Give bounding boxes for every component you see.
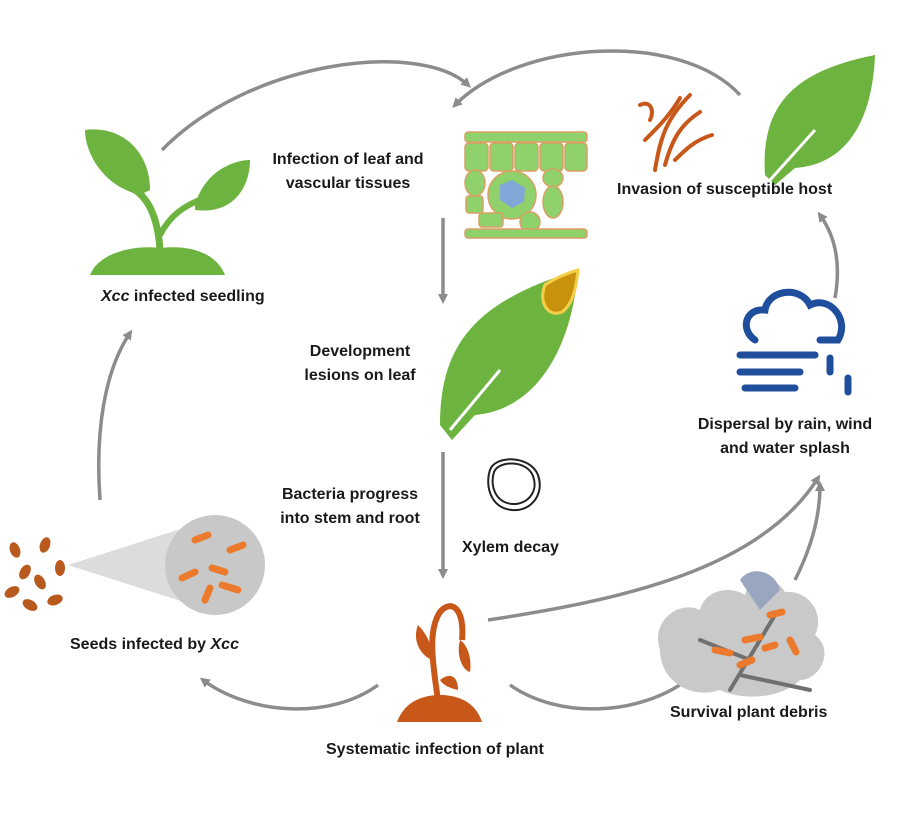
seeds-icon [4, 537, 65, 611]
plant-debris-icon [658, 571, 825, 697]
label-survival-plant-debris: Survival plant debris [670, 704, 828, 721]
label-seeds-infected: Seeds infected by Xcc [70, 636, 239, 653]
leaf-tissue-icon [464, 131, 588, 239]
lesion-leaf-icon [440, 268, 580, 440]
arrow-seeds-to-seedling [97, 329, 133, 501]
label-xcc-infected-seedling: Xcc infected seedling [101, 288, 265, 305]
arrow-dispersal-to-host [817, 211, 840, 299]
infected-plant-icon [397, 603, 482, 722]
rain-wind-cloud-icon [736, 288, 852, 396]
label-invasion-of-host: Invasion of susceptible host [617, 181, 833, 198]
seedling-icon [85, 129, 250, 275]
cycle-arrows [97, 49, 840, 711]
label-xylem-decay: Xylem decay [462, 539, 559, 556]
arrow-plant-to-dispersal [487, 474, 821, 622]
arrow-plant-to-debris [508, 677, 691, 711]
label-systematic-infection: Systematic infection of plant [326, 741, 544, 758]
bacteria-strands-icon [638, 93, 714, 172]
xylem-icon [487, 458, 541, 512]
arrow-host-to-infection [452, 49, 742, 108]
host-leaf-icon [764, 55, 875, 185]
arrow-seedling-to-infection [160, 60, 471, 152]
arrow-debris-to-dispersal [793, 481, 825, 581]
arrow-plant-to-seeds [199, 677, 380, 711]
bacteria-magnifier-icon [68, 515, 265, 615]
